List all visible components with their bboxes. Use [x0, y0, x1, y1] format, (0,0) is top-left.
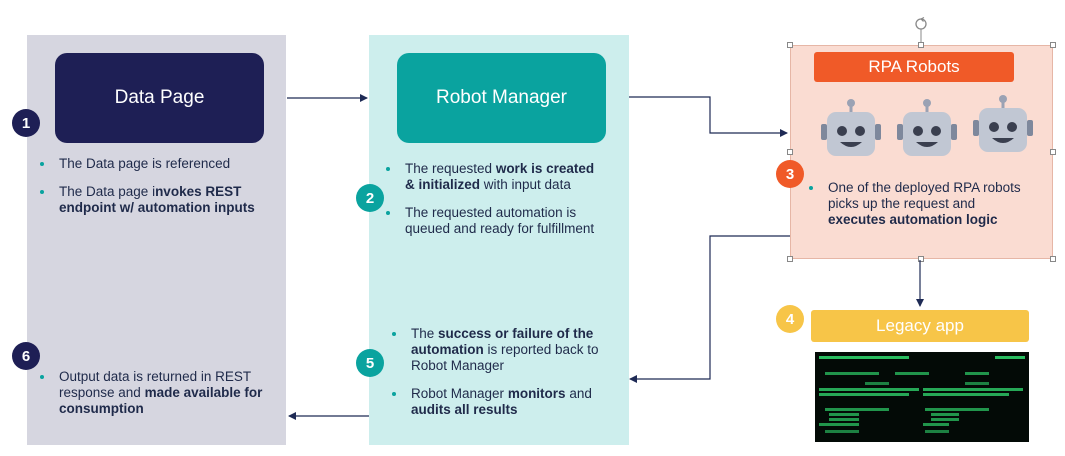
- list-item: The success or failure of the automation…: [389, 326, 614, 374]
- data-page-output-bullets: Output data is returned in REST response…: [37, 369, 277, 429]
- robot-icon: [973, 95, 1033, 152]
- list-item: The Data page is referenced: [37, 156, 277, 172]
- list-item: The requested work is created & initiali…: [383, 161, 598, 193]
- step-badge-1: 1: [12, 109, 40, 137]
- list-item: The Data page invokes REST endpoint w/ a…: [37, 184, 277, 216]
- arrow-rpa-to-robotmanager: [629, 235, 790, 383]
- legacy-app-title: Legacy app: [811, 310, 1029, 342]
- list-item: The requested automation is queued and r…: [383, 205, 598, 237]
- resize-handle[interactable]: [787, 42, 793, 48]
- list-item: One of the deployed RPA robots picks up …: [806, 180, 1028, 228]
- robot-icon: [821, 99, 881, 156]
- resize-handle[interactable]: [1050, 149, 1056, 155]
- step-badge-3: 3: [776, 160, 804, 188]
- list-item: Robot Manager monitors and audits all re…: [389, 386, 614, 418]
- robot-icon: [897, 99, 957, 156]
- resize-handle[interactable]: [787, 256, 793, 262]
- arrow-robotmanager-to-rpa: [629, 96, 788, 137]
- robot-manager-bullets: The requested work is created & initiali…: [383, 161, 598, 249]
- data-page-title: Data Page: [55, 53, 264, 143]
- robot-manager-title: Robot Manager: [397, 53, 606, 143]
- step-badge-6: 6: [12, 342, 40, 370]
- step-badge-2: 2: [356, 184, 384, 212]
- rotate-handle-icon[interactable]: [913, 16, 929, 42]
- data-page-bullets: The Data page is referenced The Data pag…: [37, 156, 277, 228]
- resize-handle[interactable]: [918, 42, 924, 48]
- list-item: Output data is returned in REST response…: [37, 369, 277, 417]
- resize-handle[interactable]: [918, 256, 924, 262]
- rpa-robots-bullets: One of the deployed RPA robots picks up …: [806, 180, 1028, 240]
- robot-manager-result-bullets: The success or failure of the automation…: [389, 326, 614, 430]
- resize-handle[interactable]: [787, 149, 793, 155]
- resize-handle[interactable]: [1050, 256, 1056, 262]
- legacy-terminal-image: [815, 352, 1029, 442]
- resize-handle[interactable]: [1050, 42, 1056, 48]
- rpa-robots-title: RPA Robots: [814, 52, 1014, 82]
- step-badge-5: 5: [356, 349, 384, 377]
- step-badge-4: 4: [776, 305, 804, 333]
